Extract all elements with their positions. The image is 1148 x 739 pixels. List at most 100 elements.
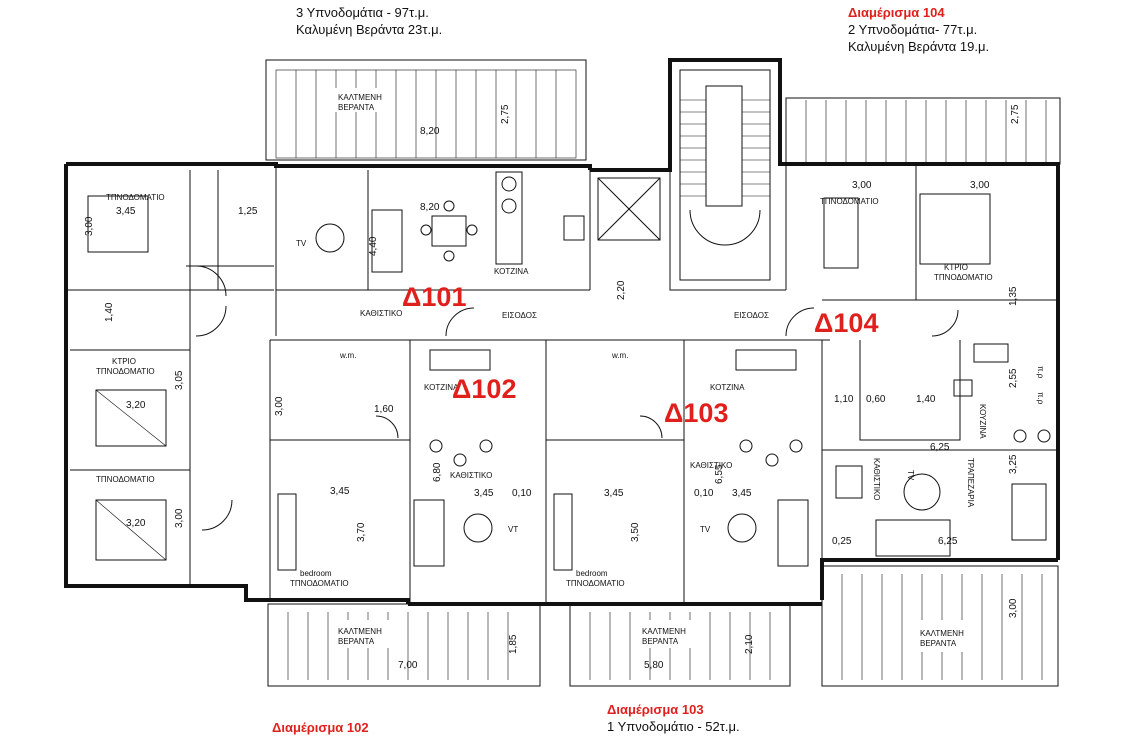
veranda-bottom-102 [267,603,541,687]
dim-3-45c: 3,45 [474,488,494,499]
veranda-label-102a: ΚΑΛΤΜΕΝΗ [338,627,382,636]
apt102-title: Διαμέρισμα 102 [272,720,369,735]
dim-0-10b: 0,10 [694,488,714,499]
code-d104: Δ104 [814,308,878,338]
veranda-label-103a: ΚΑΛΤΜΕΝΗ [642,627,686,636]
dim-3-00c: 3,00 [174,508,185,528]
veranda-label-top2: ΒΕΡΑΝΤΑ [338,103,375,112]
kitchen-label-101: ΚΟΤΖΙΝΑ [494,267,529,276]
master-label-101b: ΤΠΝΟΔΟΜΑΤΙΟ [96,367,155,376]
dim-1-10: 1,10 [834,394,854,405]
veranda-label-top1: ΚΑΛΤΜΕΝΗ [338,93,382,102]
vt-label-102: VT [508,525,518,534]
kitchen-label-102: ΚΟΤΖΙΝΑ [424,383,459,392]
pp-label-a: π.ρ [1036,366,1045,379]
dim-2-75a: 2,75 [500,104,511,124]
living-label-104: ΚΑΘΙΣΤΙΚΟ [872,458,881,500]
dim-0-60: 0,60 [866,394,886,405]
dim-6-80: 6,80 [432,462,443,482]
dim-2-55: 2,55 [1008,368,1019,388]
dim-2-75b: 2,75 [1010,104,1021,124]
dim-1-85: 1,85 [508,634,519,654]
dim-3-25: 3,25 [1008,454,1019,474]
room-labels: ΚΑΛΤΜΕΝΗ ΒΕΡΑΝΤΑ ΤΠΝΟΔΟΜΑΤΙΟ TV ΚΟΤΖΙΝΑ … [96,93,1045,648]
dim-3-70: 3,70 [356,522,367,542]
dim-3-00f: 3,00 [1008,598,1019,618]
apt104-rooms: 2 Υπνοδομάτια- 77τ.μ. [848,22,978,37]
wm-label-103: w.m. [611,351,628,360]
master-label-104b: ΤΠΝΟΔΟΜΑΤΙΟ [934,273,993,282]
apt104-veranda: Καλυμένη Βεράντα 19.μ. [848,39,990,54]
dim-3-50: 3,50 [630,522,641,542]
apt102-info: Διαμέρισμα 102 [272,719,369,736]
apt104-info: Διαμέρισμα 104 2 Υπνοδομάτια- 77τ.μ. Καλ… [848,4,989,55]
dim-3-05: 3,05 [174,370,185,390]
outer-walls [64,58,1060,606]
code-d102: Δ102 [452,374,516,404]
dim-1-25: 1,25 [238,206,258,217]
entrance-label-104: ΕΙΣΟΔΟΣ [734,311,769,320]
dim-8-20a: 8,20 [420,126,440,137]
dim-6-25b: 6,25 [938,536,958,547]
dim-1-35: 1,35 [1008,286,1019,306]
apt103-info: Διαμέρισμα 103 1 Υπνοδομάτιο - 52τ.μ. [607,701,740,735]
entrance-label-101: ΕΙΣΟΔΟΣ [502,311,537,320]
kitchen-label-103: ΚΟΤΖΙΝΑ [710,383,745,392]
dim-3-45d: 3,45 [604,488,624,499]
dim-3-00b: 3,00 [274,396,285,416]
staircase [679,69,771,281]
furniture [87,171,1051,571]
dim-3-00a: 3,00 [84,216,95,236]
dim-4-40: 4,40 [368,236,379,256]
dim-6-25a: 6,25 [930,442,950,453]
dim-0-25: 0,25 [832,536,852,547]
pp-label-b: π.ρ [1036,392,1045,405]
tv-label-104: TV [906,470,915,481]
veranda-bottom-103 [569,603,791,687]
dim-3-20b: 3,20 [126,518,146,529]
dim-3-45e: 3,45 [732,488,752,499]
veranda-label-104b: ΒΕΡΑΝΤΑ [920,639,957,648]
veranda-bottom-104 [821,565,1059,687]
veranda-label-104a: ΚΑΛΤΜΕΝΗ [920,629,964,638]
veranda-label-103b: ΒΕΡΑΝΤΑ [642,637,679,646]
wm-label-102: w.m. [339,351,356,360]
dim-1-40b: 1,40 [916,394,936,405]
veranda-top-left [265,59,587,161]
dim-3-45b: 3,45 [330,486,350,497]
bedroom-label-104a: ΤΠΝΟΔΟΜΑΤΙΟ [820,197,879,206]
living-label-103: ΚΑΘΙΣΤΙΚΟ [690,461,732,470]
lift-shaft [597,177,661,241]
dim-6-55: 6,55 [714,464,725,484]
code-d101: Δ101 [402,282,466,312]
master-label-104a: ΚΤΡΙΟ [944,263,968,272]
dim-0-10a: 0,10 [512,488,532,499]
dim-2-20: 2,20 [616,280,627,300]
dim-3-00d: 3,00 [852,180,872,191]
dim-3-00e: 3,00 [970,180,990,191]
apt103-title: Διαμέρισμα 103 [607,702,704,717]
tv-label-103: TV [700,525,711,534]
dim-1-40: 1,40 [104,302,115,322]
bedroom-label-a: ΤΠΝΟΔΟΜΑΤΙΟ [106,193,165,202]
dim-5-80: 5,80 [644,660,664,671]
dining-label-104: ΤΡΑΠΕΖΑΡΙΑ [966,458,975,508]
tv-label-101: TV [296,239,307,248]
dim-3-20a: 3,20 [126,400,146,411]
apt101-info: 3 Υπνοδομάτια - 97τ.μ. Καλυμένη Βεράντα … [296,4,442,38]
apt101-rooms: 3 Υπνοδομάτια - 97τ.μ. [296,5,429,20]
dimension-labels: 2,75 8,20 3,45 1,25 3,00 8,20 4,40 2,20 … [84,104,1021,671]
dim-2-10: 2,10 [744,634,755,654]
living-label-102: ΚΑΘΙΣΤΙΚΟ [450,471,492,480]
apt103-rooms: 1 Υπνοδομάτιο - 52τ.μ. [607,719,740,734]
dim-8-20b: 8,20 [420,202,440,213]
bedroom-en-103: bedroom [576,569,608,578]
apt101-veranda: Καλυμένη Βεράντα 23τ.μ. [296,22,443,37]
interior-walls [66,164,1058,604]
master-label-101a: ΚΤΡΙΟ [112,357,136,366]
bedroom-en-102: bedroom [300,569,332,578]
code-d103: Δ103 [664,398,728,428]
bedroom-gr-103: ΤΠΝΟΔΟΜΑΤΙΟ [566,579,625,588]
living-label-101: ΚΑΘΙΣΤΙΚΟ [360,309,402,318]
